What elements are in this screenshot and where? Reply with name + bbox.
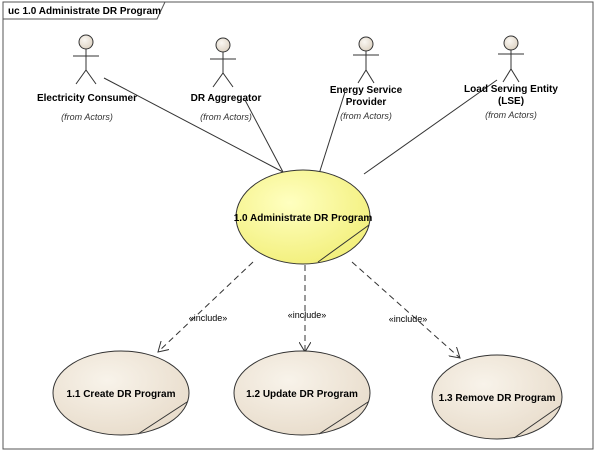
use-case-label: 1.2 Update DR Program	[246, 389, 358, 400]
actor-name: Electricity Consumer	[37, 93, 137, 104]
actor-origin: (from Actors)	[340, 111, 392, 121]
association-energy-service-provider[interactable]	[318, 91, 346, 175]
actor-origin: (from Actors)	[485, 110, 537, 120]
include-label: «include»	[288, 310, 327, 320]
use-case-create[interactable]: 1.1 Create DR Program	[52, 350, 190, 436]
use-case-update[interactable]: 1.2 Update DR Program	[233, 350, 371, 436]
actor-energy-service-provider-icon[interactable]	[353, 36, 379, 84]
association-lse[interactable]	[363, 79, 498, 175]
association-dr-aggregator[interactable]	[244, 99, 284, 173]
include-label: «include»	[389, 314, 428, 324]
actor-electricity-consumer-icon[interactable]	[73, 34, 99, 85]
include-label: «include»	[189, 313, 228, 323]
actor-origin: (from Actors)	[61, 112, 113, 122]
use-case-label: 1.0 Administrate DR Program	[234, 213, 373, 224]
use-case-main[interactable]: 1.0 Administrate DR Program	[234, 169, 373, 265]
actor-name: Load Serving Entity	[464, 84, 558, 95]
actor-name: Provider	[346, 97, 387, 108]
actor-lse-icon[interactable]	[498, 35, 524, 83]
use-case-label: 1.3 Remove DR Program	[439, 393, 556, 404]
use-case-remove[interactable]: 1.3 Remove DR Program	[431, 354, 563, 440]
frame-tab	[3, 1, 166, 20]
include-create[interactable]	[158, 261, 254, 352]
actor-name: Energy Service	[330, 85, 403, 96]
frame-title: uc 1.0 Administrate DR Program	[8, 6, 161, 17]
include-remove[interactable]	[351, 261, 460, 358]
association-electricity-consumer[interactable]	[103, 77, 284, 173]
actor-dr-aggregator-icon[interactable]	[210, 37, 236, 88]
use-case-label: 1.1 Create DR Program	[67, 389, 176, 400]
actor-name: (LSE)	[498, 96, 524, 107]
actor-origin: (from Actors)	[200, 112, 252, 122]
actor-name: DR Aggregator	[191, 93, 262, 104]
